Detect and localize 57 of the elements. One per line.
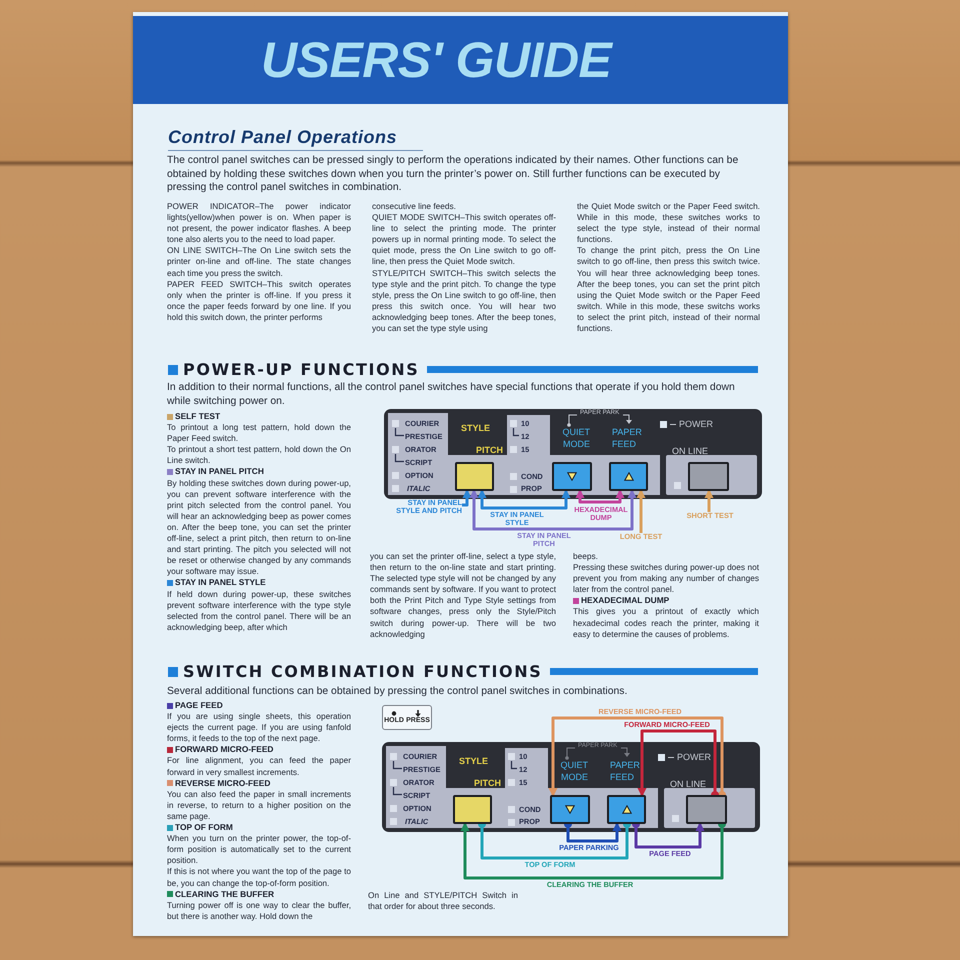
paragraph: By holding these switches down during power-up, you can prevent software interference with the print pitch selected from the control panel. You will hear an acknowledging beep as power comes on. After the beep tone, you can set the printer off-line, select a print pitch, then return to on-line and start printing. The pitch you selected will not be reset or otherwise changed by any commands your software may issue.	[167, 478, 351, 578]
subheading: SELF TEST	[175, 411, 220, 422]
panel-label: POWER	[679, 419, 714, 430]
paragraph: Several additional functions can be obtained by pressing the control panel switches in combinations.	[167, 685, 628, 699]
connector-arrow	[704, 489, 714, 512]
paragraph: Pressing these switches during power-up does not prevent you from making any number of changes later from the control panel.	[573, 562, 759, 596]
switch-label: PITCH	[476, 445, 503, 456]
paragraph: you can set the printer off-line, select a type style, then return to the on-line state and start printing. The selected type style will not be changed by any commands sent by software. If you want to protect both the Print Pitch and Type Style settings from software changes, press only the Style/Pitch switch during power-up. There will be two acknowledging	[370, 551, 556, 640]
subheading: PAGE FEED	[175, 700, 223, 712]
paragraph: To printout a short test pattern, hold down the On Line switch.	[167, 444, 351, 466]
paragraph: To printout a long test pattern, hold down the Paper Feed switch.	[167, 422, 351, 444]
paragraph: You can also feed the paper in small increments in reverse, to return to a higher position on the same page.	[167, 788, 351, 822]
switch-label: QUIET MODE	[561, 427, 590, 450]
subheading: TOP OF FORM	[175, 822, 233, 834]
connector-arrow	[636, 489, 646, 533]
section-heading: POWER-UP FUNCTIONS	[183, 360, 420, 379]
paragraph: On Line and STYLE/PITCH Switch in that order for about three seconds.	[368, 890, 518, 912]
paragraph: This gives you a printout of exactly which hexadecimal codes reach the printer, making it easy to determine the causes of problems.	[573, 606, 759, 640]
switch-label: PITCH	[474, 778, 501, 790]
paragraph: ON LINE SWITCH–The On Line switch sets the printer on-line and off-line. The state changes each time you press the switch.	[167, 245, 351, 279]
subheading: HEXADECIMAL DUMP	[581, 595, 670, 606]
subheading: FORWARD MICRO-FEED	[175, 744, 274, 756]
subheading: STAY IN PANEL STYLE	[175, 577, 266, 588]
connector-arrow	[478, 489, 570, 510]
connector-arrow	[576, 489, 624, 504]
subheading: CLEARING THE BUFFER	[175, 888, 274, 900]
paragraph: consecutive line feeds.	[372, 201, 457, 212]
paragraph: When you turn on the printer power, the top-of-form position is automatically set to the current position.	[167, 833, 351, 866]
switch-label: ON LINE	[672, 446, 708, 458]
connector-arrow	[470, 489, 636, 530]
paragraph: For line alignment, you can feed the paper forward in very smallest increments.	[167, 755, 351, 778]
section-heading: SWITCH COMBINATION FUNCTIONS	[183, 662, 542, 681]
subheading: STAY IN PANEL PITCH	[175, 466, 264, 478]
paragraph: beeps.	[573, 551, 599, 562]
switch-label: QUIET MODE	[559, 760, 588, 783]
connector-arrow	[462, 489, 472, 506]
subheading: REVERSE MICRO-FEED	[175, 778, 270, 789]
paragraph: To change the print pitch, press the On Line switch to go off-line, then press this switch twice. You will hear three acknowledging beep tones. After the beep tones, you can set the print pitch using the Quiet Mode switch or the Paper Feed switch. While in this mode, these switchs works to select the print pitch, instead of their normal functions.	[577, 245, 760, 334]
paragraph: Turning power off is one way to clear the buffer, but there is another way. Hold down the	[167, 900, 351, 922]
switch-label: PAPER FEED	[610, 760, 641, 783]
paragraph: POWER INDICATOR–The power indicator lights(yellow)when power is on. When paper is not present, the power indicator flashes. A beep tone also alerts you to the need to load paper.	[167, 201, 351, 246]
page-heading: Control Panel Operations	[168, 127, 398, 148]
switch-label: PAPER FEED	[612, 427, 643, 450]
paragraph: If held down during power-up, these switches prevent software interference with the type style selected from the control panel. There will be an acknowledging beep, after which	[167, 588, 351, 633]
switch-label: ON LINE	[670, 779, 706, 790]
page-title: USERS' GUIDE	[261, 32, 612, 88]
paragraph: In addition to their normal functions, all the control panel switches have special functions that operate if you hold them down while switching power on.	[167, 381, 736, 408]
paragraph: If this is not where you want the top of the page to be, you can change the top-of-form position.	[167, 866, 351, 889]
panel-label: POWER	[677, 752, 712, 763]
switch-label: STYLE	[459, 756, 488, 768]
paragraph: The control panel switches can be pressed singly to perform the operations indicated by their names. Other functions can be obtained by holding these switches down when you turn the printer’s power on. Still further functions can be executed by pressing the control panel switches in combination.	[167, 154, 740, 195]
paragraph: PAPER FEED SWITCH–This switch operates only when the printer is off-line. If you press it once the paper feeds forward by one line. If you hold this switch down, the printer performs	[167, 278, 351, 324]
paragraph: STYLE/PITCH SWITCH–This switch selects the type style and the print pitch. To change the type style, press the On Line switch to go off-line, then press this switch once. You will hear two acknowledging beep tones. After the beep tones, you can set the type style using	[372, 268, 556, 334]
paragraph: QUIET MODE SWITCH–This switch operates off-line to select the printing mode. The printer powers up in normal printing mode. To select the quiet mode, press the On Line switch to go off-line, then press the Quiet Mode switch.	[372, 212, 556, 268]
paragraph: the Quiet Mode switch or the Paper Feed switch. While in this mode, these switches works to select the type style, instead of their normal functions.	[577, 201, 760, 246]
paragraph: If you are using single sheets, this operation ejects the current page. If you are using fanfold forms, it feeds to the top of the next page.	[167, 711, 351, 744]
switch-label: STYLE	[461, 423, 490, 434]
